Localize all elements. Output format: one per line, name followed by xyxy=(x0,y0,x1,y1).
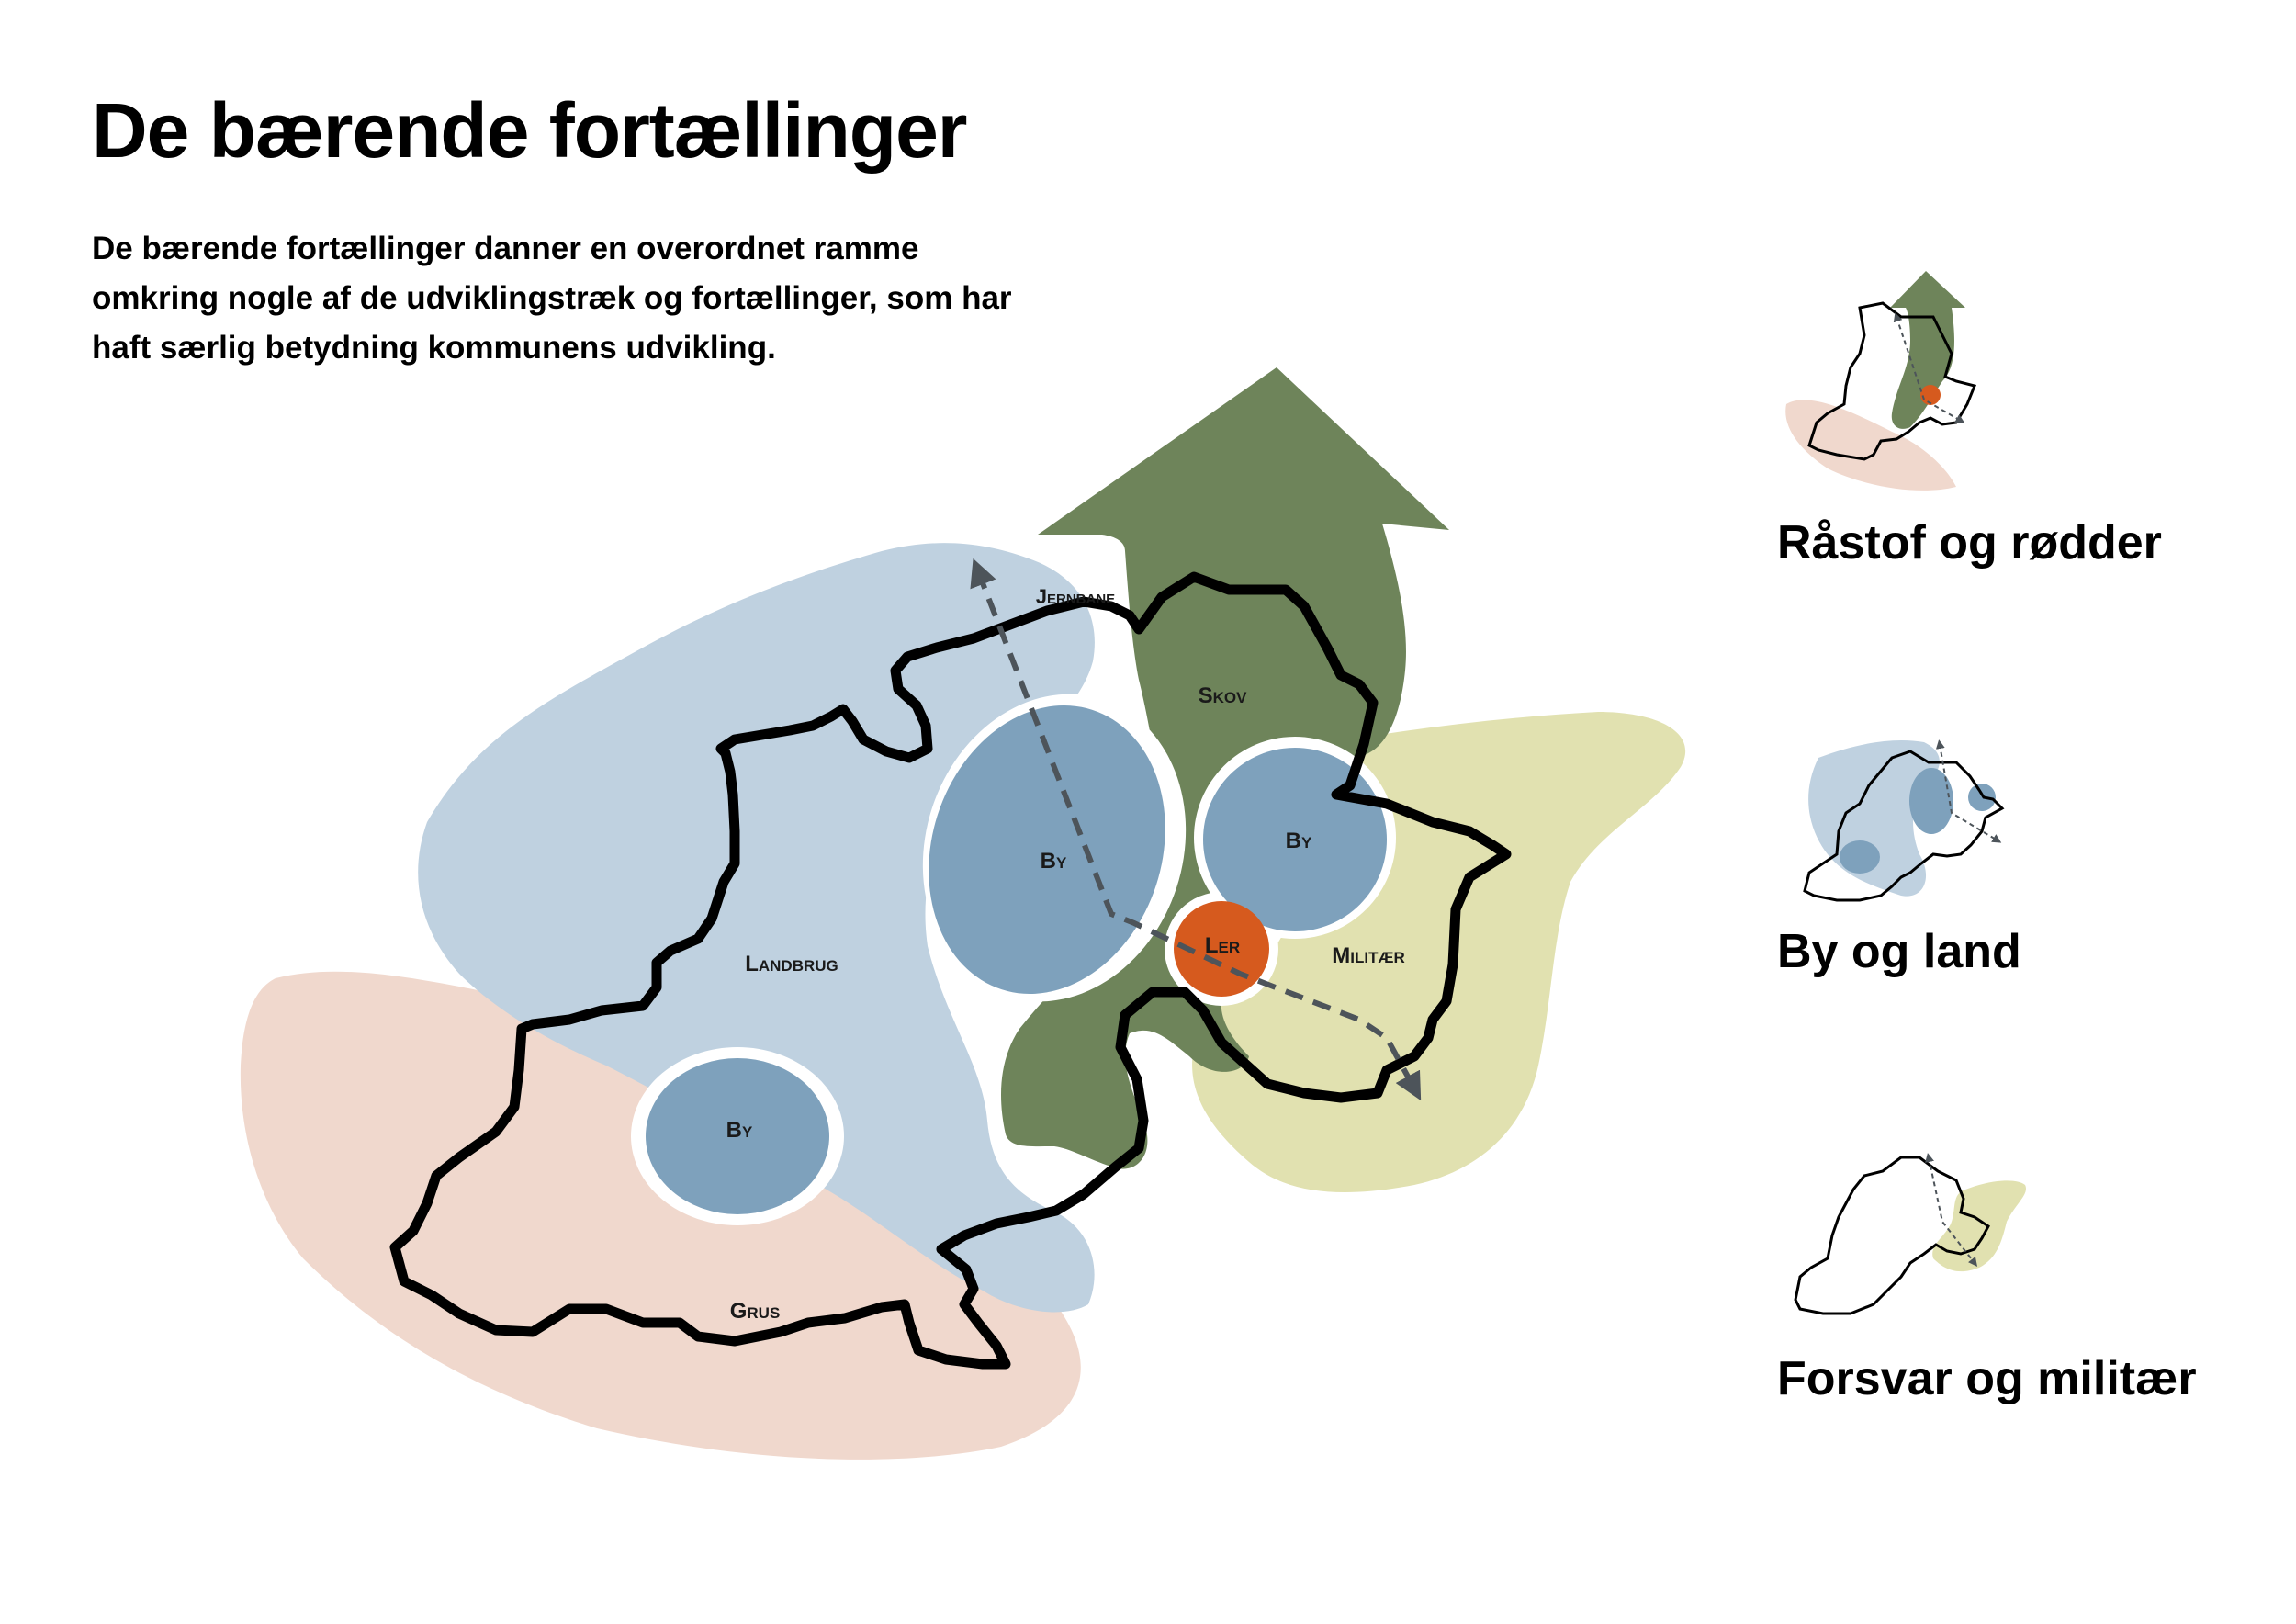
militaer-label: Militær xyxy=(1332,943,1404,968)
thumb-byland-by-east xyxy=(1968,784,1996,811)
ler-label: Ler xyxy=(1205,933,1240,958)
thumb-forsvar-militaer xyxy=(1932,1180,2026,1272)
thumb-raastof-skov xyxy=(1890,271,1965,429)
thumb-raastof-grus xyxy=(1785,400,1956,491)
by-east-label: By xyxy=(1286,829,1312,853)
thumb-raastof xyxy=(1785,271,1977,491)
thumb-by-og-land xyxy=(1803,739,2005,902)
legend-raastof-title: Råstof og rødder xyxy=(1777,516,2162,570)
legend-byland-title: By og land xyxy=(1777,925,2021,978)
jernbane-label: Jernbane xyxy=(1036,585,1115,608)
by-west-label: By xyxy=(726,1118,753,1143)
thumb-raastof-ler xyxy=(1920,385,1941,405)
municipality-outline xyxy=(389,571,1512,1370)
skov-label: Skov xyxy=(1199,683,1248,708)
jernbane-route xyxy=(970,558,1422,1101)
thumb-byland-by-center xyxy=(1909,768,1953,834)
thumb-byland-by-west xyxy=(1840,840,1880,874)
thumb-raastof-route xyxy=(1893,312,1965,423)
legend-forsvar-title: Forsvar og militær xyxy=(1777,1352,2197,1405)
page-title: De bærende fortællinger xyxy=(92,87,967,174)
thumb-forsvar-route xyxy=(1925,1153,1978,1267)
landbrug-label: Landbrug xyxy=(745,952,838,976)
thumb-forsvar xyxy=(1794,1153,2026,1315)
intro-text: De bærende fortællinger danner en overor… xyxy=(92,231,1012,366)
grus-label: Grus xyxy=(730,1299,781,1324)
by-west-circle xyxy=(646,1058,829,1214)
by-center-label: By xyxy=(1041,849,1067,874)
thumb-byland-route xyxy=(1935,739,2002,843)
grus-zone xyxy=(240,971,1081,1460)
